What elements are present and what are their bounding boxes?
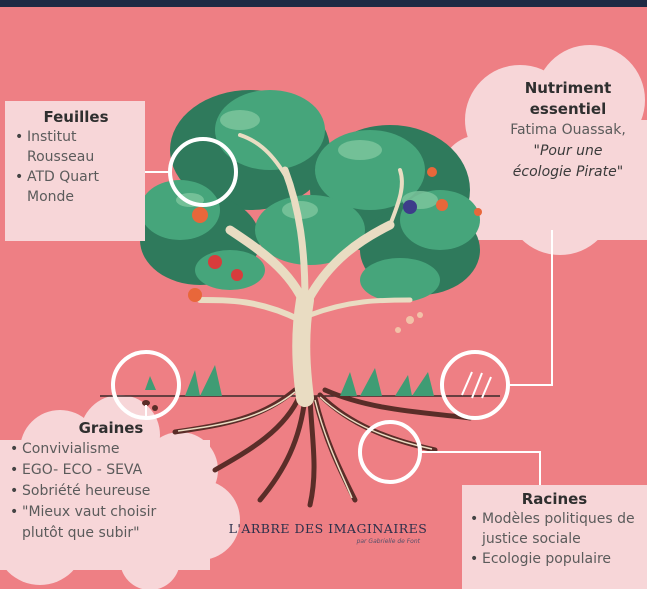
racines-box: Racines Modèles politiques de justice so… — [462, 485, 647, 589]
feuilles-list: Institut Rousseau ATD Quart Monde — [13, 127, 139, 207]
list-item: "Mieux vaut choisir plutôt que subir" — [8, 502, 192, 544]
fruits — [188, 167, 482, 302]
poster-subtitle: par Gabrielle de Font — [356, 538, 420, 545]
ground-plants — [145, 365, 434, 396]
racines-title: Racines — [521, 490, 588, 508]
graines-title: Graines — [78, 419, 144, 437]
list-item: Ecologie populaire — [468, 549, 641, 569]
nutriment-title-line1: Nutriment — [524, 79, 612, 97]
trunk — [197, 133, 413, 407]
feuilles-title: Feuilles — [43, 108, 109, 126]
nutriment-title-line2: essentiel — [529, 100, 607, 118]
list-item: Modèles politiques de justice sociale — [468, 509, 641, 549]
nutriment-text: Nutriment essentiel Fatima Ouassak, "Pou… — [488, 78, 647, 183]
soil-hatching — [461, 371, 492, 399]
list-item: ATD Quart Monde — [13, 167, 139, 207]
nutriment-author: Fatima Ouassak, — [510, 122, 626, 138]
flying-seeds — [395, 312, 423, 333]
seeds — [142, 400, 158, 411]
nutriment-focus-circle — [440, 350, 510, 420]
graines-text: Graines Convivialisme EGO- ECO - SEVA So… — [8, 418, 214, 544]
feuilles-box: Feuilles Institut Rousseau ATD Quart Mon… — [5, 101, 145, 241]
nutriment-quote-line2: écologie Pirate" — [512, 164, 624, 180]
nutriment-quote-line1: "Pour une — [533, 143, 603, 159]
top-bar — [0, 0, 647, 7]
racines-focus-circle — [358, 420, 422, 484]
nutriment-cloud — [440, 45, 647, 255]
list-item: EGO- ECO - SEVA — [8, 460, 214, 481]
list-item: Sobriété heureuse — [8, 481, 214, 502]
list-item: Convivialisme — [8, 439, 214, 460]
racines-list: Modèles politiques de justice sociale Ec… — [468, 509, 641, 569]
list-item: Institut Rousseau — [13, 127, 139, 167]
graines-list: Convivialisme EGO- ECO - SEVA Sobriété h… — [8, 439, 214, 544]
connector-lines — [145, 171, 553, 485]
poster-title: L'ARBRE DES IMAGINAIRES — [228, 521, 428, 536]
